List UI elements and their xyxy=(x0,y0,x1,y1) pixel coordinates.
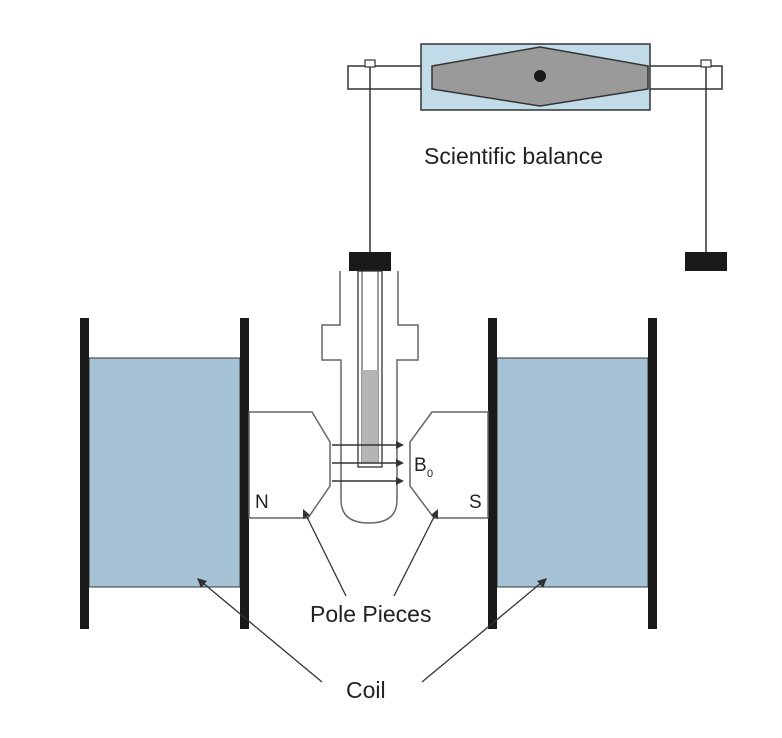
leader-arrow-head xyxy=(197,578,207,588)
field-label-subscript: 0 xyxy=(427,468,433,480)
magnetic-field-lines xyxy=(332,441,404,485)
sample-material xyxy=(362,370,378,463)
counterweight xyxy=(685,252,727,271)
right-coil-outer-plate xyxy=(648,318,657,629)
north-label: N xyxy=(255,492,269,513)
left-coil-winding xyxy=(88,357,241,588)
left-hook xyxy=(364,59,376,68)
left-coil-outer-plate xyxy=(80,318,89,629)
right-hook xyxy=(700,59,712,68)
leader-arrow-head xyxy=(537,578,547,588)
leader-lines xyxy=(197,509,547,683)
sample-tube-assembly xyxy=(321,270,419,524)
right-coil-inner-plate xyxy=(488,318,497,629)
glass-sleeve xyxy=(321,271,419,524)
scientific-balance: Scientific balance xyxy=(347,43,727,271)
pole-pieces-label: Pole Pieces xyxy=(310,601,431,627)
north-pole-piece xyxy=(248,411,331,519)
leader-arrow-head xyxy=(303,509,310,519)
sample-holder-clamp xyxy=(349,252,391,271)
right-coil-winding xyxy=(496,357,649,588)
field-arrow-head xyxy=(396,441,404,449)
field-label: B xyxy=(414,455,427,476)
right-coil xyxy=(488,318,657,629)
balance-pivot xyxy=(534,70,546,82)
coil-label: Coil xyxy=(346,677,386,703)
field-arrow-head xyxy=(396,477,404,485)
field-arrow-head xyxy=(396,459,404,467)
left-coil xyxy=(80,318,249,629)
south-pole-piece xyxy=(409,411,489,519)
balance-label: Scientific balance xyxy=(424,143,603,169)
left-coil-inner-plate xyxy=(240,318,249,629)
south-label: S xyxy=(469,492,482,513)
leader-arrow-head xyxy=(431,509,438,519)
